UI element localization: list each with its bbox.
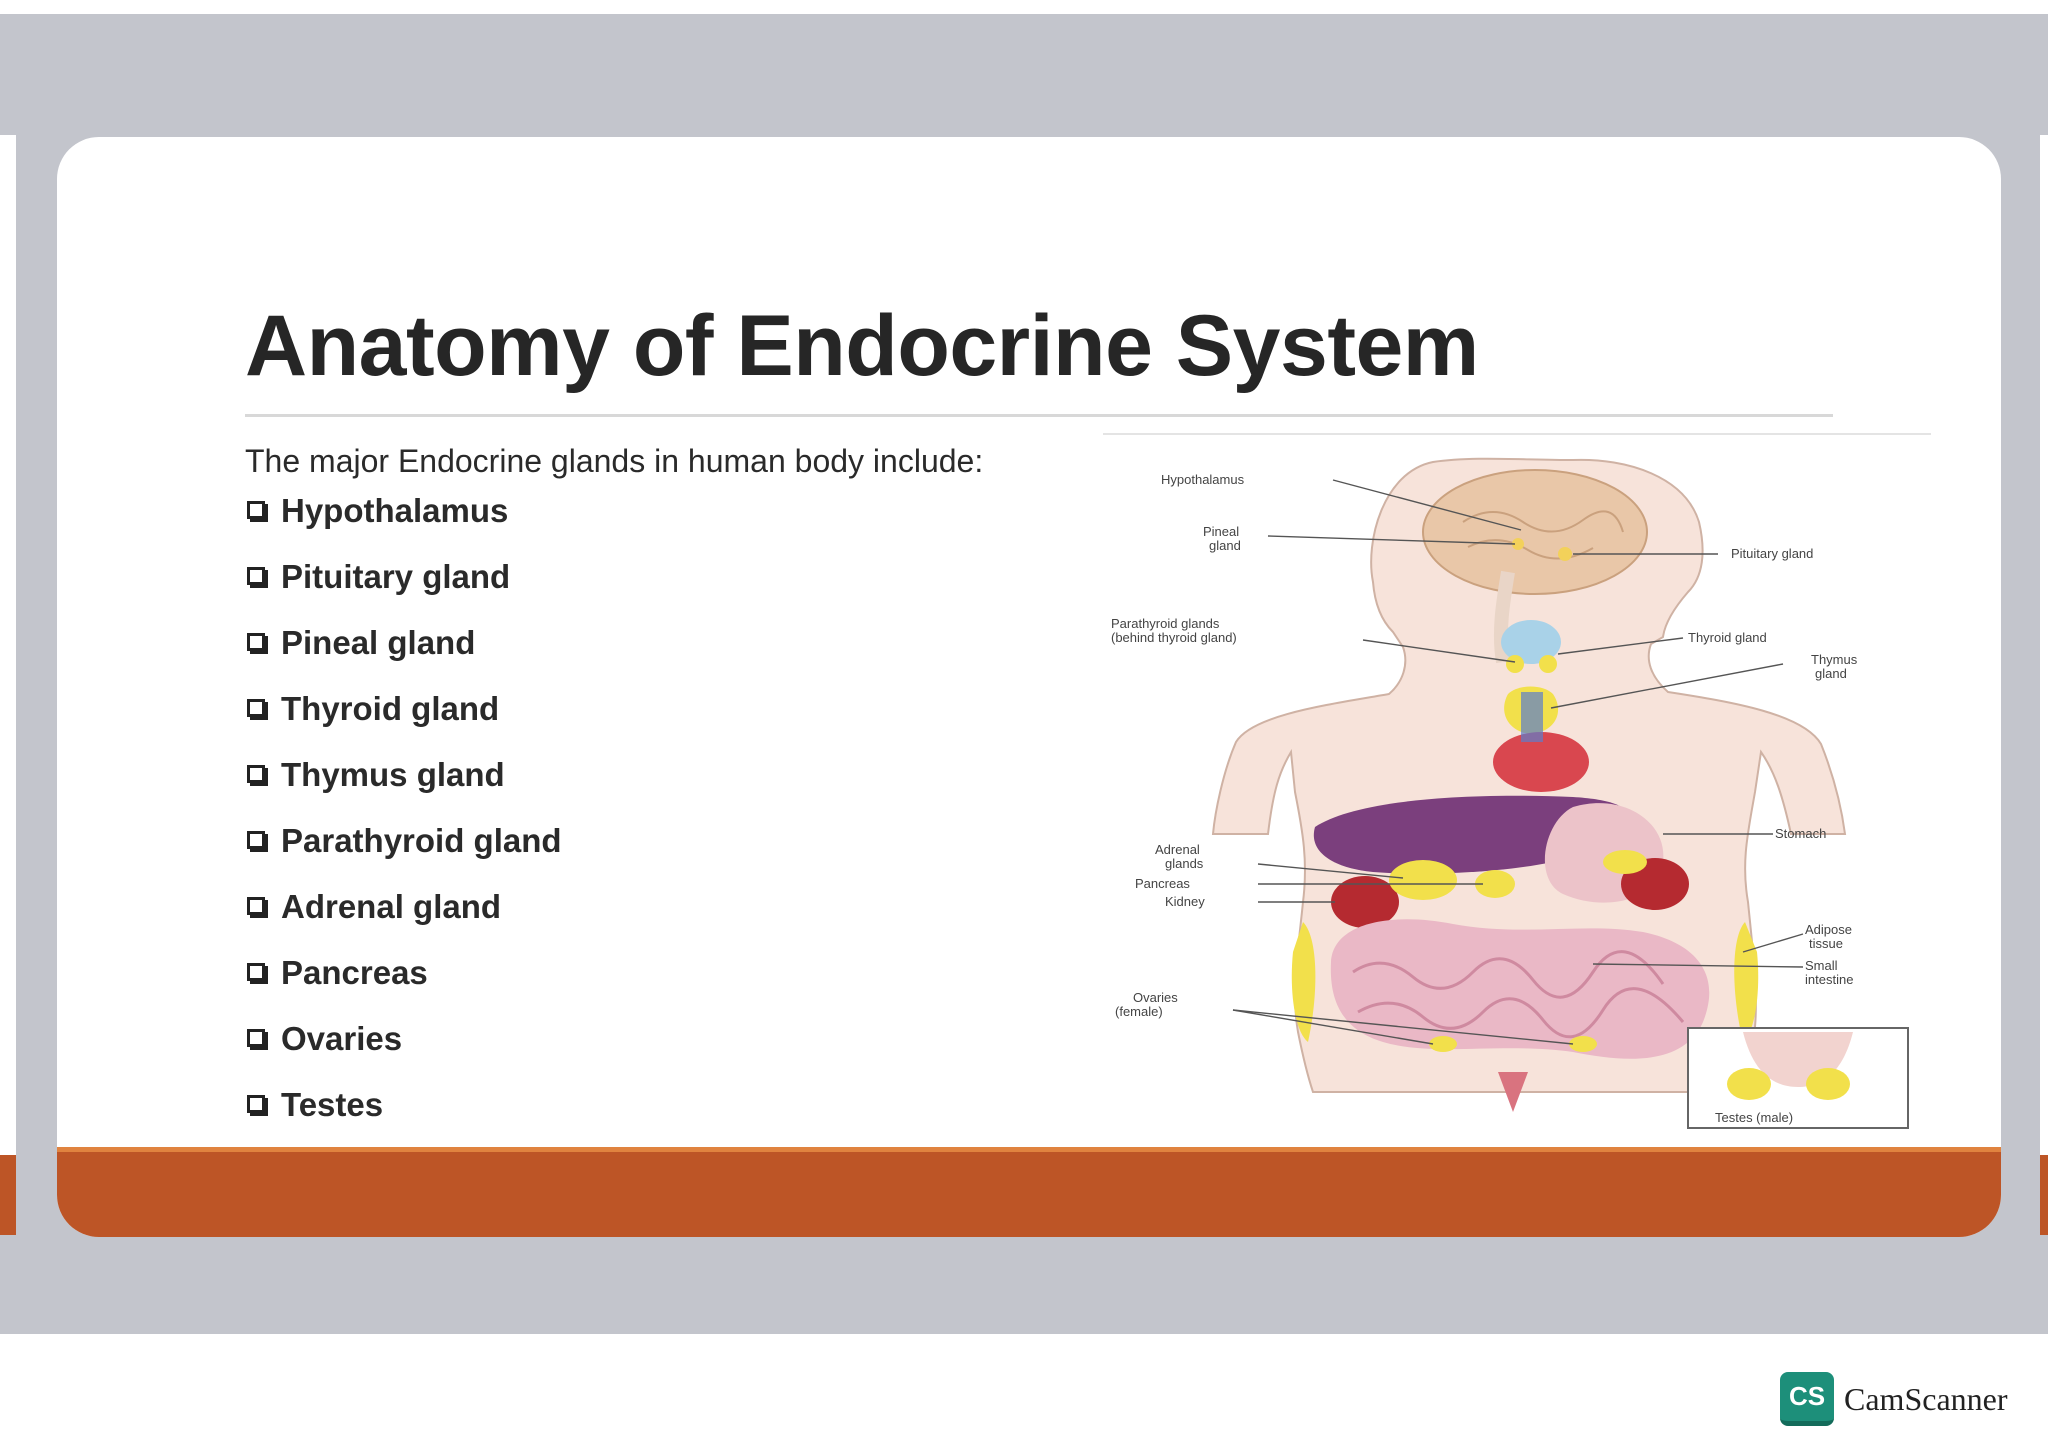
checkbox-bullet-icon [247, 1029, 265, 1047]
adrenal-gland-shape [1389, 860, 1457, 900]
label-small-intestine-line1: Small [1805, 958, 1838, 973]
list-item: Testes [247, 1086, 562, 1152]
endocrine-diagram-svg: Hypothalamus Pineal gland Pituitary glan… [1103, 433, 1931, 1129]
label-pineal-line1: Pineal [1203, 524, 1239, 539]
checkbox-bullet-icon [247, 1095, 265, 1113]
intestine-shape [1330, 919, 1710, 1059]
label-pancreas: Pancreas [1135, 876, 1190, 891]
label-hypothalamus: Hypothalamus [1161, 472, 1245, 487]
checkbox-bullet-icon [247, 831, 265, 849]
list-item-label: Pituitary gland [281, 558, 511, 595]
checkbox-bullet-icon [247, 897, 265, 915]
kidney-left-shape [1331, 876, 1399, 928]
label-stomach: Stomach [1775, 826, 1826, 841]
previous-slide-edge [0, 135, 16, 1235]
list-item: Thymus gland [247, 756, 562, 822]
testis-right-shape [1806, 1068, 1850, 1100]
label-pituitary: Pituitary gland [1731, 546, 1813, 561]
thyroid-shape [1501, 620, 1561, 664]
checkbox-bullet-icon [247, 633, 265, 651]
label-testes: Testes (male) [1715, 1110, 1793, 1125]
title-divider [245, 414, 1833, 417]
next-slide-footer [2040, 1155, 2048, 1235]
brain-shape [1422, 469, 1648, 595]
checkbox-bullet-icon [247, 963, 265, 981]
slide-footer-bar [57, 1147, 2001, 1237]
pineal-gland-shape [1512, 538, 1524, 550]
label-parathyroid-line1: Parathyroid glands [1111, 616, 1220, 631]
list-item: Adrenal gland [247, 888, 562, 954]
list-item-label: Pancreas [281, 954, 428, 991]
label-thymus-line2: gland [1815, 666, 1847, 681]
list-item: Pineal gland [247, 624, 562, 690]
gland-list: Hypothalamus Pituitary gland Pineal glan… [247, 492, 562, 1152]
previous-slide-footer [0, 1155, 16, 1235]
list-item: Thyroid gland [247, 690, 562, 756]
camscanner-watermark: CS CamScanner [1780, 1372, 2008, 1426]
list-item: Pancreas [247, 954, 562, 1020]
list-item: Pituitary gland [247, 558, 562, 624]
list-item-label: Thyroid gland [281, 690, 500, 727]
label-parathyroid-line2: (behind thyroid gland) [1111, 630, 1237, 645]
list-item: Parathyroid gland [247, 822, 562, 888]
label-thymus-line1: Thymus [1811, 652, 1858, 667]
list-item-label: Testes [281, 1086, 384, 1123]
label-kidney: Kidney [1165, 894, 1205, 909]
label-thyroid: Thyroid gland [1688, 630, 1767, 645]
testis-left-shape [1727, 1068, 1771, 1100]
heart-shape [1493, 732, 1589, 792]
list-item-label: Hypothalamus [281, 492, 509, 529]
pancreas-shape [1603, 850, 1647, 874]
list-item-label: Ovaries [281, 1020, 403, 1057]
slide-title: Anatomy of Endocrine System [245, 298, 1479, 394]
label-pineal-line2: gland [1209, 538, 1241, 553]
label-adrenal-line2: glands [1165, 856, 1204, 871]
list-item-label: Parathyroid gland [281, 822, 562, 859]
slide-intro: The major Endocrine glands in human body… [245, 443, 984, 479]
checkbox-bullet-icon [247, 501, 265, 519]
adipose-right-shape [1734, 922, 1759, 1042]
camscanner-brand-name: CamScanner [1844, 1380, 2008, 1417]
label-adrenal-line1: Adrenal [1155, 842, 1200, 857]
checkbox-bullet-icon [247, 567, 265, 585]
list-item: Ovaries [247, 1020, 562, 1086]
label-ovaries-line1: Ovaries [1133, 990, 1178, 1005]
endocrine-anatomy-diagram: Hypothalamus Pineal gland Pituitary glan… [1103, 432, 1931, 1132]
pituitary-gland-shape [1558, 547, 1572, 561]
label-ovaries-line2: (female) [1115, 1004, 1163, 1019]
adipose-left-shape [1291, 922, 1316, 1042]
label-adipose-line1: Adipose [1805, 922, 1852, 937]
label-small-intestine-line2: intestine [1805, 972, 1853, 987]
checkbox-bullet-icon [247, 699, 265, 717]
list-item-label: Thymus gland [281, 756, 505, 793]
ovary-left-shape [1429, 1036, 1457, 1052]
checkbox-bullet-icon [247, 765, 265, 783]
ovary-right-shape [1569, 1036, 1597, 1052]
label-adipose-line2: tissue [1809, 936, 1843, 951]
next-slide-edge [2040, 135, 2048, 1235]
list-item-label: Pineal gland [281, 624, 476, 661]
list-item: Hypothalamus [247, 492, 562, 558]
list-item-label: Adrenal gland [281, 888, 502, 925]
camscanner-logo-icon: CS [1780, 1372, 1834, 1426]
